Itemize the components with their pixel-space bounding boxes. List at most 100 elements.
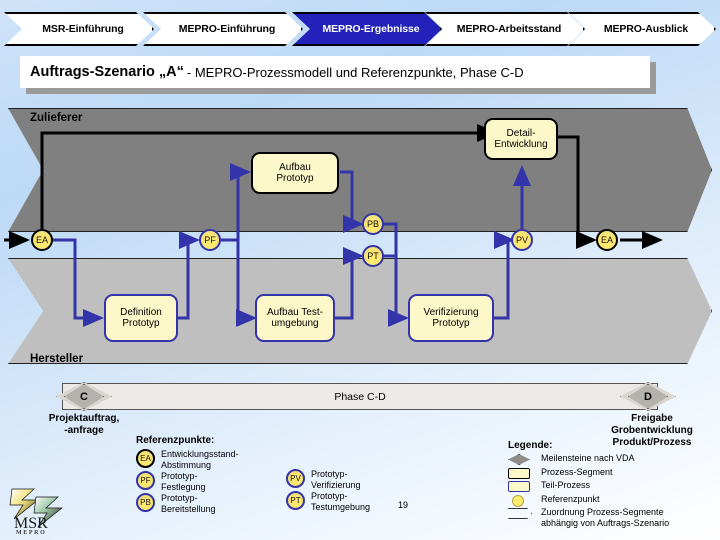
tab-mepro-ergebnisse[interactable]: MEPRO-Ergebnisse — [292, 12, 442, 46]
milestone-label: C — [80, 390, 88, 403]
legend-code: PB — [140, 498, 151, 507]
refpoint-label: PF — [204, 235, 216, 245]
legende-item: Referenzpunkt — [508, 494, 720, 507]
legende-text-line1: Teil-Prozess — [541, 480, 591, 490]
legende-item: Zuordnung Prozess-Segmente abhängig von … — [508, 507, 720, 528]
referenzpunkte-column-a: EA Entwicklungsstand- Abstimmung PF Prot… — [136, 449, 286, 515]
milestone-label: D — [644, 390, 652, 403]
segment-label-line1: Aufbau — [279, 161, 311, 173]
legend-text-line1: Prototyp- — [311, 469, 348, 479]
subprocess-label-line2: umgebung — [271, 318, 319, 329]
refpoint-ea-right[interactable]: EA — [596, 229, 618, 251]
legende-item: Meilensteine nach VDA — [508, 453, 720, 465]
subprocess-verifizierung-prototyp[interactable]: Verifizierung Prototyp — [408, 294, 494, 342]
page-title-strong: Auftrags-Szenario „A“ — [30, 64, 184, 80]
subprocess-aufbau-testumgebung[interactable]: Aufbau Test- umgebung — [255, 294, 335, 342]
tab-label: MEPRO-Arbeitsstand — [456, 23, 562, 35]
page-title-rest: - MEPRO-Prozessmodell und Referenzpunkte… — [186, 64, 524, 80]
page-number: 19 — [398, 500, 409, 510]
msr-logo-text: MSR — [14, 515, 48, 532]
legende-item-text: Teil-Prozess — [541, 480, 590, 491]
legende-text-line1: Meilensteine nach VDA — [541, 453, 635, 463]
referenzpunkte-legend-heading: Referenzpunkte: — [136, 435, 215, 446]
legend-text-line2: Testumgebung — [311, 501, 371, 512]
legend-text-line2: Verifizierung — [311, 479, 361, 490]
tab-msr-einfuehrung[interactable]: MSR-Einführung — [4, 12, 154, 46]
legende-heading: Legende: — [508, 440, 553, 451]
segment-detail-entwicklung[interactable]: Detail- Entwicklung — [484, 118, 558, 160]
referenzpunkte-legend: Referenzpunkte: EA Entwicklungsstand- Ab… — [136, 435, 396, 514]
refpoint-label: PT — [367, 251, 379, 261]
legend-text-line2: Bereitstellung — [161, 503, 216, 514]
caption-projektauftrag: Projektauftrag, -anfrage — [24, 413, 144, 437]
subprocess-label-line2: Prototyp — [122, 318, 160, 329]
tab-mepro-einfuehrung[interactable]: MEPRO-Einführung — [143, 12, 303, 46]
legende-text-line1: Prozess-Segment — [541, 466, 613, 477]
legend-item: PT Prototyp- Testumgebung — [286, 491, 416, 512]
caption-line3: Produkt/Prozess — [612, 437, 692, 448]
tab-mepro-arbeitsstand[interactable]: MEPRO-Arbeitsstand — [425, 12, 585, 46]
tab-mepro-ausblick[interactable]: MEPRO-Ausblick — [568, 12, 716, 46]
subprocess-label-line1: Verifizierung — [423, 306, 479, 318]
legend-item: PF Prototyp- Festlegung — [136, 471, 286, 492]
legend-text-line1: Entwicklungsstand- — [161, 449, 239, 459]
refpoint-pt[interactable]: PT — [362, 245, 384, 267]
swimlane-hersteller-label: Hersteller — [30, 353, 84, 365]
caption-line1: Freigabe — [631, 413, 673, 424]
refpoint-label: EA — [35, 235, 48, 245]
legende-text-line2: abhängig von Auftrags-Szenario — [541, 517, 670, 528]
refpoint-label: PB — [366, 219, 379, 229]
legend-item: PB Prototyp- Bereitstellung — [136, 493, 286, 514]
subprocess-label-line1: Aufbau Test- — [267, 306, 323, 318]
tab-label: MEPRO-Ergebnisse — [322, 23, 420, 35]
subprocess-box-icon — [508, 481, 534, 492]
legend-item: EA Entwicklungsstand- Abstimmung — [136, 449, 286, 470]
legende-item-text: Meilensteine nach VDA — [541, 453, 635, 464]
segment-aufbau-prototyp[interactable]: Aufbau Prototyp — [251, 152, 339, 194]
swimlane-zulieferer-label: Zulieferer — [30, 112, 83, 124]
segment-box-icon — [508, 467, 534, 479]
legend-text-line1: Prototyp- — [311, 491, 348, 501]
legend-text-line1: Prototyp- — [161, 493, 198, 503]
tab-label: MSR-Einführung — [42, 23, 124, 35]
caption-line2: -anfrage — [64, 425, 104, 436]
segment-label-line2: Entwicklung — [494, 139, 548, 150]
arrow-band-icon — [508, 508, 534, 519]
legend-text: Prototyp- Festlegung — [161, 471, 206, 492]
navigation-bar: MSR-Einführung MEPRO-Einführung MEPRO-Er… — [0, 12, 720, 46]
pb-circle-icon: PB — [136, 493, 155, 512]
referenzpunkte-column-b: PV Prototyp- Verifizierung PT Prototyp- … — [286, 469, 416, 513]
legend-text-line2: Festlegung — [161, 481, 206, 492]
legend-text-line1: Prototyp- — [161, 471, 198, 481]
segment-label-line2: Prototyp — [276, 173, 314, 184]
legende-item-text: Zuordnung Prozess-Segmente abhängig von … — [541, 507, 669, 528]
msr-logo-subtext: MEPRO — [16, 530, 47, 536]
legend-text: Prototyp- Bereitstellung — [161, 493, 216, 514]
msr-logo-icon — [9, 488, 64, 528]
legende-item-text: Prozess-Segment — [541, 467, 613, 478]
legend-code: PV — [290, 474, 301, 483]
legend-text-line2: Abstimmung — [161, 459, 212, 470]
subprocess-label-line1: Definition — [120, 306, 162, 318]
pf-circle-icon: PF — [136, 471, 155, 490]
legend-code: EA — [140, 454, 151, 463]
legende-item-text: Referenzpunkt — [541, 494, 600, 505]
caption-line1: Projektauftrag, — [48, 413, 120, 424]
caption-line2: Grobentwicklung — [611, 425, 693, 436]
refpoint-ea-left[interactable]: EA — [31, 229, 53, 251]
ea-circle-icon: EA — [136, 449, 155, 468]
legende-item: Teil-Prozess — [508, 480, 720, 492]
pt-circle-icon: PT — [286, 491, 305, 510]
refpoint-pf[interactable]: PF — [199, 229, 221, 251]
legende-text-line1: Referenzpunkt — [541, 493, 600, 504]
legend-code: PF — [140, 476, 151, 485]
phase-bar-label: Phase C-D — [334, 390, 386, 403]
phase-bar: Phase C-D — [62, 383, 658, 410]
refpoint-pb[interactable]: PB — [362, 213, 384, 235]
pv-circle-icon: PV — [286, 469, 305, 488]
subprocess-definition-prototyp[interactable]: Definition Prototyp — [104, 294, 178, 342]
legende-text-line1: Zuordnung Prozess-Segmente — [541, 507, 664, 517]
tab-label: MEPRO-Einführung — [178, 23, 276, 35]
refpoint-pv[interactable]: PV — [511, 229, 533, 251]
